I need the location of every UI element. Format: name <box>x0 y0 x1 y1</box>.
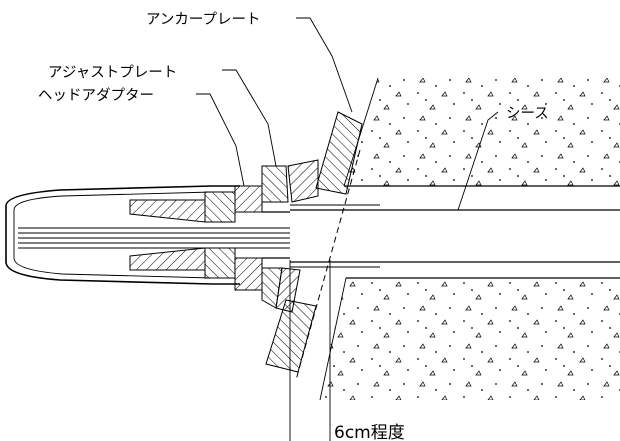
wedge-blocks <box>129 191 236 279</box>
sheath <box>290 204 620 268</box>
label-anchor-plate: アンカープレート <box>146 11 261 28</box>
concrete-lower <box>318 277 620 401</box>
tendon-strands <box>18 227 290 249</box>
leader-lines <box>196 17 499 211</box>
label-head-adapter: ヘッドアダプター <box>38 87 154 104</box>
head-adapter <box>234 185 290 291</box>
adjust-plate <box>261 159 319 313</box>
anchor-plate <box>265 111 363 373</box>
label-adjust-plate: アジャストプレート <box>48 64 177 81</box>
label-sheath: シース <box>506 106 549 122</box>
dimension-marker <box>289 260 331 441</box>
end-cap <box>5 185 240 285</box>
label-dimension: 6cm程度 <box>334 423 405 441</box>
concrete-upper <box>343 77 620 187</box>
